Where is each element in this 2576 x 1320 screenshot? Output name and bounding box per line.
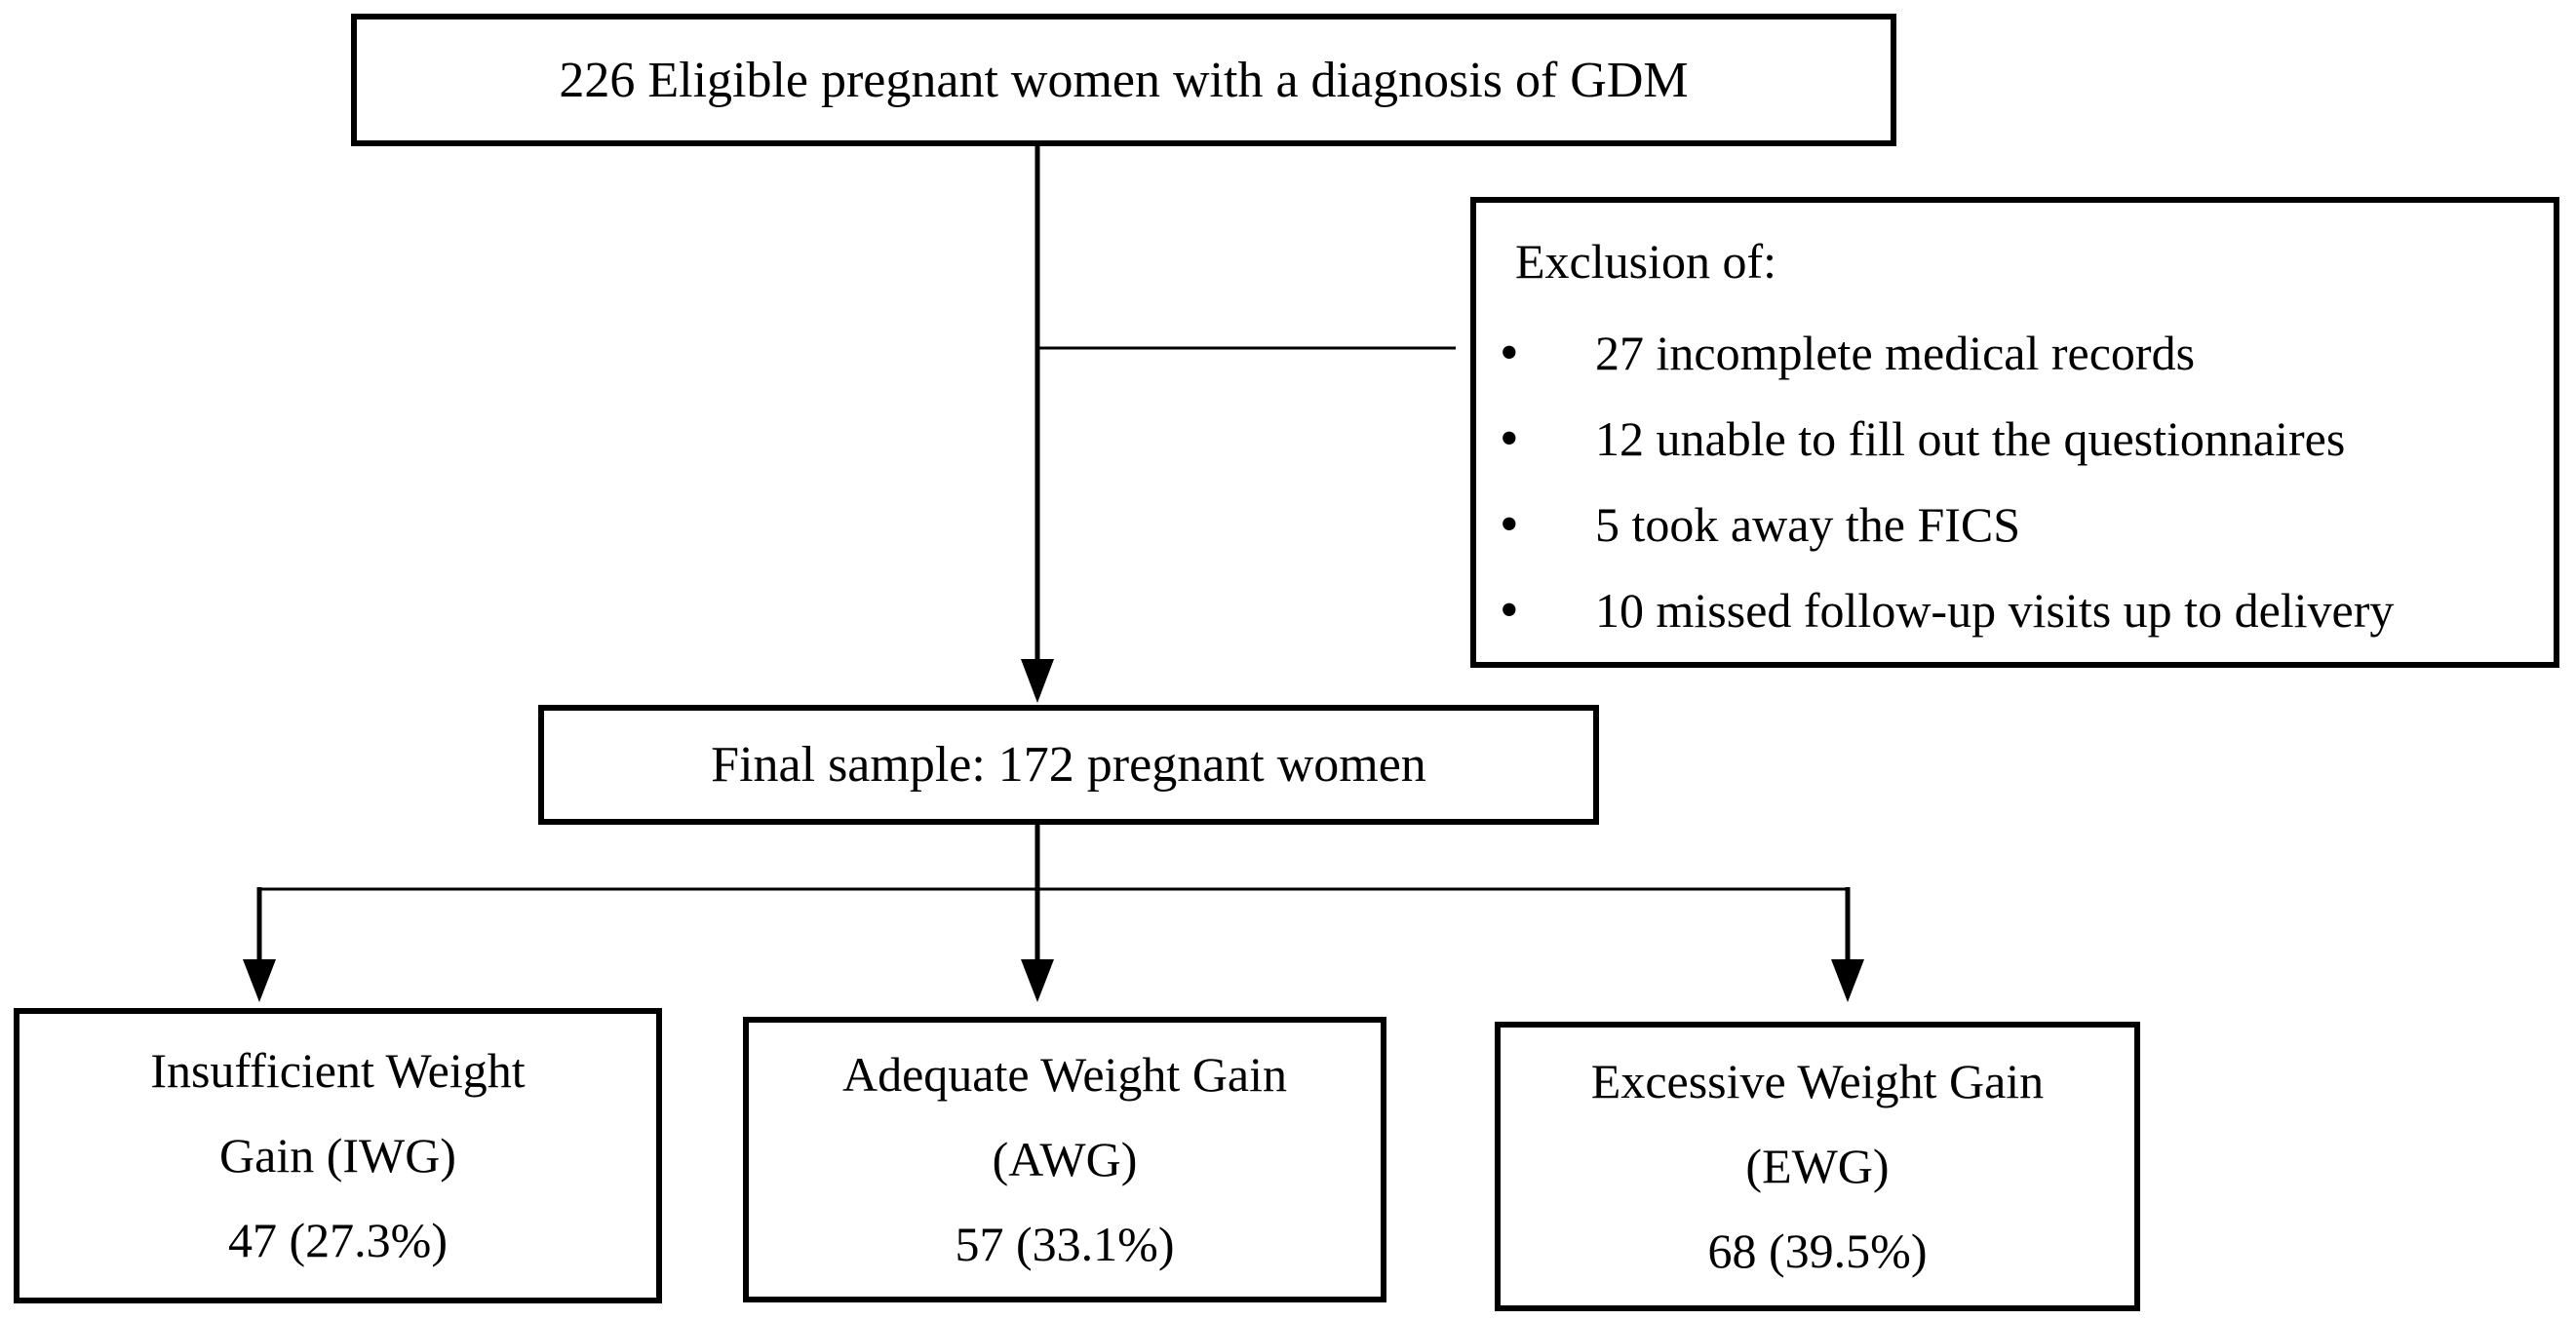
- bullet-icon: •: [1500, 408, 1519, 469]
- exclusion-item-text: 10 missed follow-up visits up to deliver…: [1595, 583, 2395, 638]
- ewg-label-line1: Excessive Weight Gain: [1590, 1054, 2045, 1108]
- exclusion-item-text: 27 incomplete medical records: [1595, 326, 2196, 380]
- outcome-box-iwg: Insufficient Weight Gain (IWG) 47 (27.3%…: [14, 1008, 662, 1303]
- bullet-icon: •: [1500, 323, 1519, 383]
- exclusion-list: • 27 incomplete medical records • 12 una…: [1476, 310, 2554, 653]
- arrowhead-to-final-box: [1021, 659, 1054, 703]
- final-sample-box: Final sample: 172 pregnant women: [538, 705, 1599, 825]
- iwg-label-line1: Insufficient Weight: [150, 1043, 526, 1098]
- arrowhead-to-iwg-box: [243, 959, 276, 1002]
- awg-count: 57 (33.1%): [955, 1217, 1175, 1271]
- iwg-label-line2: Gain (IWG): [219, 1128, 456, 1183]
- exclusion-item: • 27 incomplete medical records: [1476, 310, 2554, 396]
- awg-label-line2: (AWG): [992, 1132, 1138, 1186]
- exclusion-box: Exclusion of: • 27 incomplete medical re…: [1470, 197, 2559, 668]
- bullet-icon: •: [1500, 580, 1519, 641]
- exclusion-item-text: 5 took away the FICS: [1595, 497, 2021, 552]
- ewg-count: 68 (39.5%): [1707, 1223, 1928, 1278]
- eligible-population-box: 226 Eligible pregnant women with a diagn…: [351, 14, 1896, 146]
- bullet-icon: •: [1500, 494, 1519, 555]
- outcome-box-ewg: Excessive Weight Gain (EWG) 68 (39.5%): [1495, 1022, 2140, 1311]
- exclusion-item: • 10 missed follow-up visits up to deliv…: [1476, 567, 2554, 653]
- arrowhead-to-ewg-box: [1831, 959, 1864, 1002]
- arrowhead-to-awg-box: [1021, 959, 1054, 1002]
- exclusion-heading: Exclusion of:: [1515, 234, 1777, 289]
- ewg-label-line2: (EWG): [1745, 1139, 1890, 1193]
- awg-label-line1: Adequate Weight Gain: [841, 1047, 1288, 1102]
- iwg-count: 47 (27.3%): [228, 1213, 448, 1267]
- exclusion-item: • 5 took away the FICS: [1476, 482, 2554, 567]
- final-sample-text: Final sample: 172 pregnant women: [711, 737, 1426, 793]
- eligible-population-text: 226 Eligible pregnant women with a diagn…: [559, 52, 1689, 108]
- exclusion-item: • 12 unable to fill out the questionnair…: [1476, 396, 2554, 482]
- outcome-box-awg: Adequate Weight Gain (AWG) 57 (33.1%): [743, 1017, 1386, 1302]
- exclusion-item-text: 12 unable to fill out the questionnaires: [1595, 411, 2346, 466]
